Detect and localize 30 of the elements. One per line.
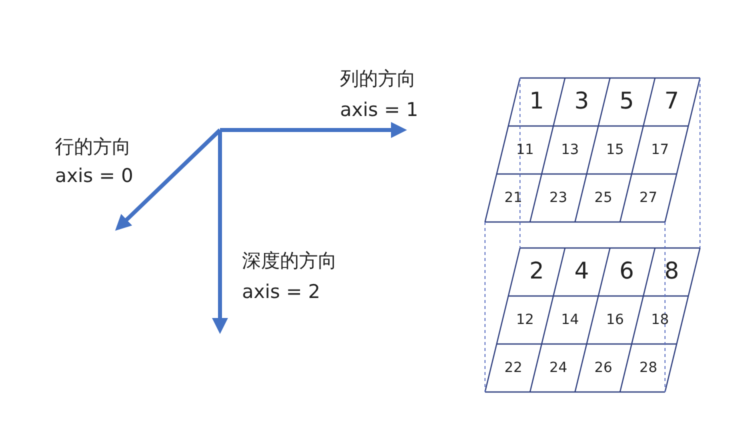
cell-number: 25 (594, 191, 612, 205)
axis-label: axis = 2 (242, 283, 320, 302)
direction-label: 行的方向 (55, 138, 131, 157)
cell-number: 28 (639, 361, 658, 375)
cell-number: 12 (516, 313, 534, 327)
cell-number: 18 (651, 313, 669, 327)
cell-number: 17 (651, 143, 669, 157)
cell-number: 5 (619, 90, 634, 114)
cell-number: 27 (639, 191, 658, 205)
cell-number: 24 (549, 361, 568, 375)
direction-label: 列的方向 (340, 70, 416, 89)
cell-number: 3 (574, 90, 589, 114)
cell-number: 23 (549, 191, 568, 205)
cell-number: 8 (664, 260, 679, 284)
cell-number: 22 (504, 361, 522, 375)
cell-number: 21 (504, 191, 522, 205)
axis-label: axis = 1 (340, 101, 418, 120)
direction-label: 深度的方向 (242, 252, 337, 271)
cell-number: 26 (594, 361, 612, 375)
cell-number: 7 (664, 90, 679, 114)
cell-number: 11 (516, 143, 534, 157)
cell-number: 16 (606, 313, 624, 327)
cell-number: 14 (561, 313, 579, 327)
cell-number: 4 (574, 260, 589, 284)
cell-number: 13 (561, 143, 579, 157)
cell-number: 2 (529, 260, 544, 284)
cell-number: 6 (619, 260, 634, 284)
cell-number: 1 (529, 90, 544, 114)
cell-number: 15 (606, 143, 624, 157)
axis-label: axis = 0 (55, 167, 134, 186)
